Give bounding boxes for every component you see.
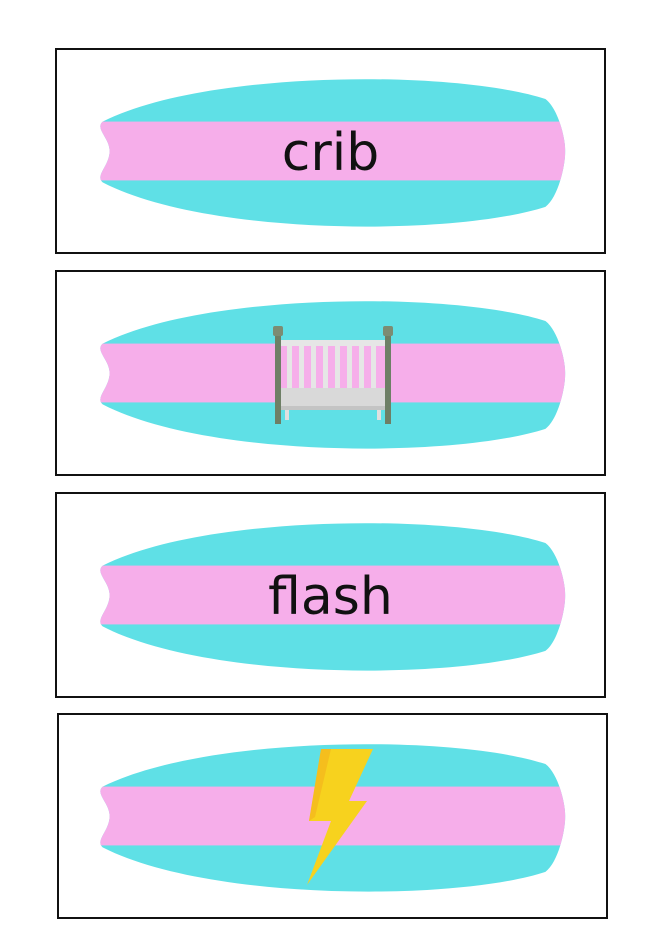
surfboard xyxy=(100,301,566,449)
lightning-bolt-icon xyxy=(307,749,373,885)
word-text: flash xyxy=(268,567,393,627)
word-card-crib: crib xyxy=(55,48,606,254)
picture-card-flash xyxy=(57,713,608,919)
word-text: crib xyxy=(281,123,380,183)
surfboard xyxy=(100,523,566,671)
word-card-flash: flash xyxy=(55,492,606,698)
crib-icon xyxy=(273,326,393,424)
picture-card-crib xyxy=(55,270,606,476)
surfboard xyxy=(100,79,566,227)
